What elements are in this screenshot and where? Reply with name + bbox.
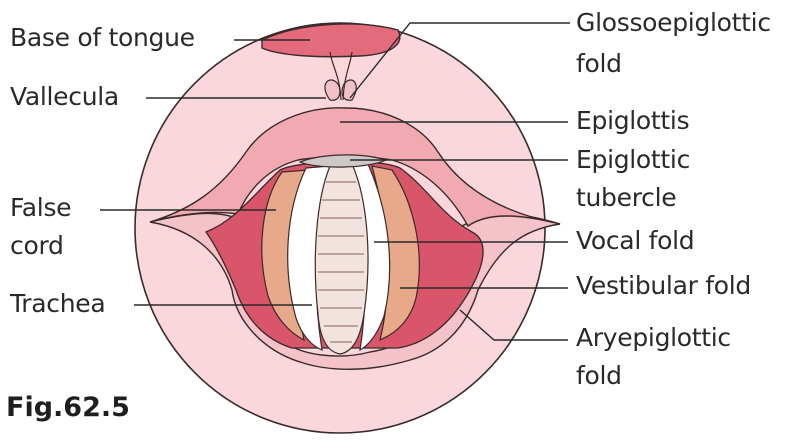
label-vestibular-fold: Vestibular fold [576, 271, 751, 300]
label-aryepiglottic-line1: Aryepiglottic [576, 323, 731, 352]
glossoepiglottic-fold-line [329, 51, 342, 101]
label-trachea: Trachea [10, 289, 106, 318]
glossoepiglottic-fold-line-2 [342, 51, 353, 101]
label-vocal-fold: Vocal fold [576, 226, 695, 255]
label-epiglottic-tubercle-line2: tubercle [576, 183, 677, 212]
label-base-of-tongue: Base of tongue [10, 23, 195, 52]
label-vallecula: Vallecula [10, 82, 119, 111]
label-false-cord-line2: cord [10, 231, 64, 260]
label-aryepiglottic-line2: fold [576, 361, 622, 390]
epiglottis-shape [149, 107, 561, 228]
base-of-tongue-shape [261, 23, 401, 58]
label-epiglottis: Epiglottis [576, 106, 690, 135]
trachea-lumen [314, 163, 369, 355]
tracheal-rings [318, 181, 364, 343]
label-epiglottic-tubercle-line1: Epiglottic [576, 145, 691, 174]
label-glossoepiglottic-line2: fold [576, 49, 622, 78]
leader-lines [100, 22, 570, 341]
label-false-cord-line1: False [10, 193, 72, 222]
label-glossoepiglottic-line1: Glossoepiglottic [576, 8, 771, 37]
figure-number: Fig.62.5 [6, 392, 130, 423]
vallecula-left [324, 79, 341, 101]
